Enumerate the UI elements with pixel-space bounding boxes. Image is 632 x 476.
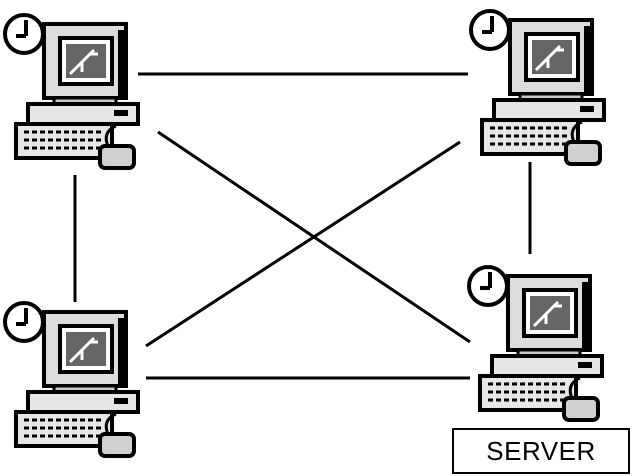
server-label-text: SERVER [486, 435, 596, 466]
computer-with-clock-icon [3, 301, 140, 458]
computer-with-clock-icon [469, 9, 606, 166]
computer-with-clock-icon [467, 265, 604, 422]
link-workstation-top-right-to-workstation-bottom-left [145, 140, 461, 348]
server-label: SERVER [452, 428, 630, 474]
computer-with-clock-icon [3, 13, 140, 170]
connection-lines [73, 72, 532, 380]
